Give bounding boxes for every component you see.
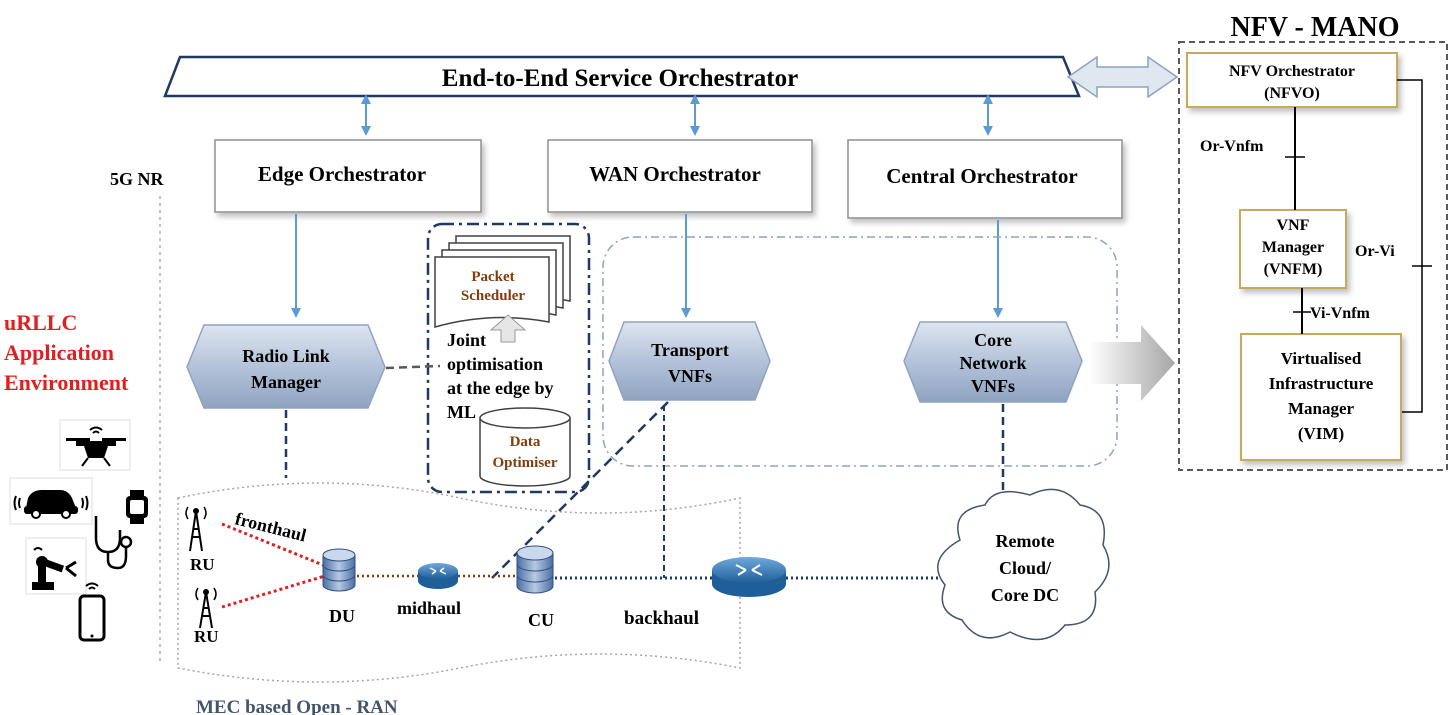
core-label-2: Network: [960, 353, 1027, 373]
joint-opt-line-1: Joint: [447, 330, 486, 350]
nfv-mano-region: [1178, 41, 1448, 471]
vim-label-4: (VIM): [1298, 424, 1344, 443]
wan-orchestrator-box: [547, 139, 813, 213]
joint-opt-line-2: optimisation: [447, 354, 543, 374]
mec-ran-region: [177, 482, 741, 683]
car-icon: [9, 477, 93, 525]
packet-scheduler-label-2: Scheduler: [461, 288, 526, 304]
radio-link-manager-hex: [186, 324, 386, 409]
core-label-3: VNFs: [971, 376, 1015, 396]
fronthaul-link-2: [221, 573, 329, 609]
vnfm-box: [1239, 209, 1347, 289]
core-label-1: Core: [974, 330, 1012, 350]
radio-link-label-1: Radio Link: [242, 346, 330, 366]
mec-ran-label: MEC based Open - RAN: [196, 697, 398, 715]
transport-label-1: Transport: [651, 340, 729, 360]
vi-vnfm-label: Vi-Vnfm: [1310, 305, 1371, 322]
mano-link-arrow: [1066, 55, 1179, 99]
cu-label: CU: [528, 610, 554, 630]
antenna-tower-icon: [185, 506, 207, 552]
joint-optimisation-region: [426, 222, 591, 494]
data-optimiser-label-1: Data: [510, 434, 541, 450]
or-vi-link: [1397, 79, 1423, 413]
database-icon: [516, 545, 554, 594]
vim-label-2: Infrastructure: [1269, 374, 1374, 393]
radio-joint-link: [385, 364, 441, 370]
remote-cloud-label-2: Cloud/: [999, 558, 1052, 578]
vnfm-label-1: VNF: [1277, 217, 1310, 234]
or-vi-label: Or-Vi: [1355, 243, 1395, 260]
mano-big-arrow: [1089, 325, 1175, 401]
transport-label-2: VNFs: [668, 366, 712, 386]
nfv-mano-title: NFV - MANO: [1230, 12, 1399, 43]
database-icon: [322, 548, 356, 592]
joint-opt-line-4: ML: [447, 402, 476, 422]
e2e-orchestrator-bar: End-to-End Service Orchestrator: [163, 55, 1081, 98]
central-orchestrator-box: [847, 139, 1123, 219]
router-icon: [418, 563, 458, 589]
fronthaul-link-1: [221, 522, 329, 569]
nfvo-label-2: (NFVO): [1264, 85, 1320, 102]
core-vnfs-hex: [903, 321, 1083, 403]
drone-icon: [59, 419, 131, 471]
e2e-label: End-to-End Service Orchestrator: [442, 65, 798, 92]
packet-scheduler-doc: [434, 235, 571, 328]
wan-orchestrator-label: WAN Orchestrator: [589, 162, 761, 186]
transport-vnfs-hex: [608, 321, 771, 401]
vim-label-3: Manager: [1288, 399, 1355, 418]
smartwatch-icon: [126, 490, 148, 524]
transport-cu-link: [491, 401, 669, 579]
vim-box: [1240, 333, 1402, 461]
packet-scheduler-label-1: Packet: [471, 269, 514, 285]
midhaul-label: midhaul: [397, 598, 461, 618]
router-icon: [712, 557, 786, 597]
du-label: DU: [329, 606, 355, 626]
vnfm-label-3: (VNFM): [1264, 261, 1323, 278]
radio-link-label-2: Manager: [251, 372, 321, 392]
nfvo-label-1: NFV Orchestrator: [1229, 63, 1355, 80]
fronthaul-label: fronthaul: [233, 508, 308, 545]
vim-label-1: Virtualised: [1281, 349, 1362, 368]
ru-label-1: RU: [190, 555, 215, 574]
up-arrow-icon: [489, 314, 527, 343]
robot-arm-icon: [25, 537, 87, 595]
edge-orchestrator-box: [214, 139, 482, 213]
vnf-region-border: [602, 236, 1118, 467]
remote-cloud-label-1: Remote: [996, 531, 1055, 551]
urllc-label-1: uRLLC: [4, 310, 77, 335]
ru-label-2: RU: [194, 627, 219, 646]
vnfm-label-2: Manager: [1262, 239, 1324, 256]
or-vnfm-label: Or-Vnfm: [1200, 138, 1264, 155]
remote-cloud-label-3: Core DC: [991, 585, 1059, 605]
central-orchestrator-label: Central Orchestrator: [886, 164, 1077, 188]
cloud-icon: [937, 488, 1110, 641]
edge-orchestrator-label: Edge Orchestrator: [258, 162, 426, 186]
urllc-label-3: Environment: [4, 370, 129, 395]
stethoscope-icon: [94, 516, 133, 570]
smartphone-icon: [78, 582, 106, 642]
joint-opt-line-3: at the edge by: [447, 378, 554, 398]
urllc-label-2: Application: [4, 340, 114, 365]
backhaul-label: backhaul: [624, 608, 699, 629]
5g-nr-label: 5G NR: [110, 169, 165, 189]
data-optimiser-label-2: Optimiser: [493, 455, 558, 471]
antenna-tower-icon: [195, 587, 217, 629]
data-optimiser-cylinder: [479, 407, 571, 487]
